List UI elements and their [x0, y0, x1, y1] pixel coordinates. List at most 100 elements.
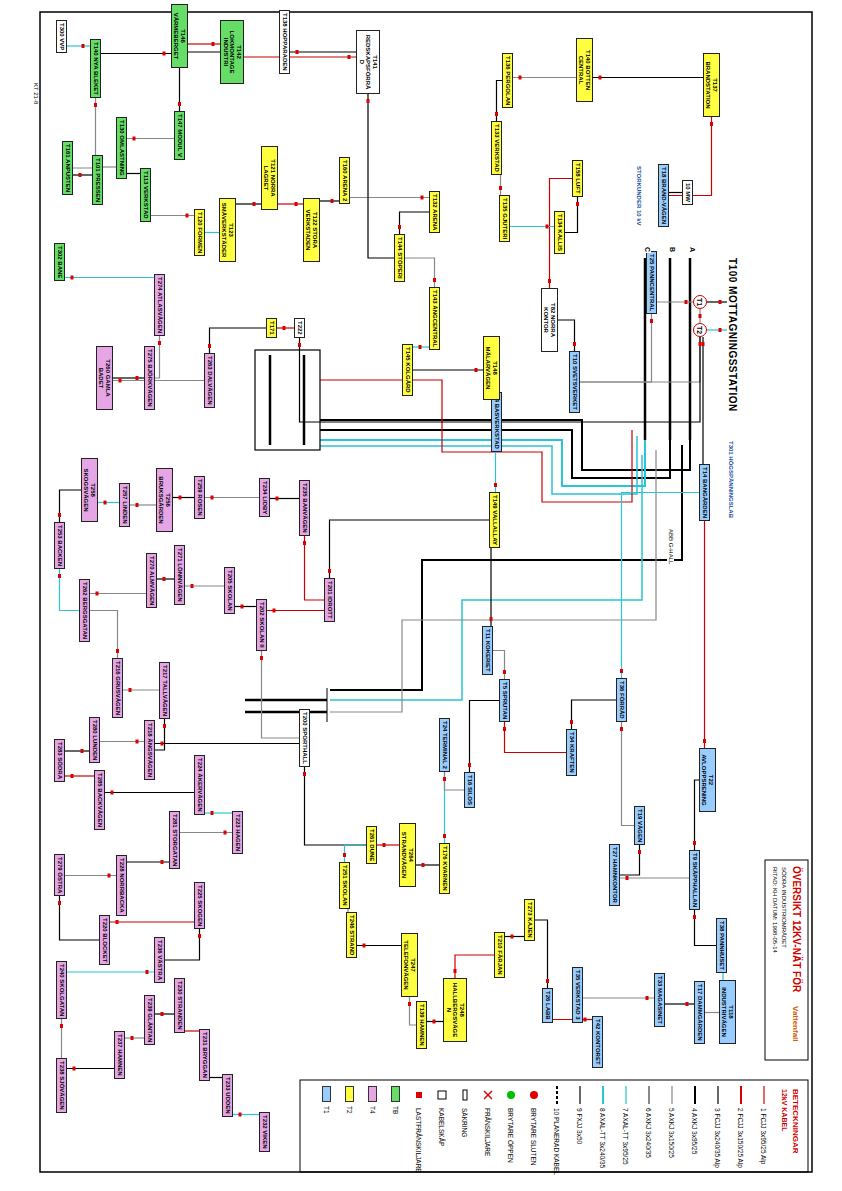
legend-text: 2 FCJJ 3x150/25 Alp [738, 1108, 745, 1168]
station-box: T22 AVLOPPSRENING [699, 748, 716, 812]
drawing-title: ÖVERSIKT 12KV-NÄT FÖR [791, 866, 802, 992]
breaker-mark [348, 55, 351, 59]
legend-sample [621, 1086, 631, 1104]
transformer-circle: T1 [693, 295, 707, 309]
station-box: T225 SKOGEN [194, 882, 205, 929]
station-box: T231 BRYGGAN [199, 1029, 210, 1081]
note-label: T301 HÖGSPÄNNINGSLAB [727, 440, 734, 519]
breaker-mark [298, 343, 301, 347]
cable-connector [445, 772, 465, 790]
station-label: T220 BLOCKET [101, 918, 108, 962]
station-box: T24 TERMINAL 2 [439, 718, 450, 772]
station-box: T142 LOKMONTAGE INDUSTRI [220, 20, 244, 84]
station-label: T148 MÄLARVÄGEN [485, 339, 498, 397]
legend-row: T4 [363, 1086, 383, 1114]
breaker-mark [398, 225, 401, 229]
legend-swatch [369, 1086, 378, 1102]
station-label: T118 INDUSTRIVÄGEN [721, 983, 734, 1041]
cable-connector [155, 1013, 174, 1014]
cable-connector [405, 258, 435, 287]
cable-connector [593, 77, 703, 78]
station-box: T302 BANE [54, 243, 65, 281]
breaker-mark [383, 843, 386, 847]
legend-sample [690, 1086, 700, 1104]
station-box: T230 STRANDEN [174, 978, 185, 1033]
legend-row: 10 PLANERAD KABEL [547, 1086, 567, 1175]
cable-connector [580, 309, 700, 382]
station-box: T238 SJÖVÄGEN [56, 1058, 67, 1113]
station-label: T25 PANNCENTRAL [648, 254, 655, 311]
cable-connector [620, 877, 689, 878]
breaker-mark [495, 112, 498, 116]
note-label: B [668, 246, 676, 253]
cable-connector [490, 548, 491, 626]
station-label: T142 LOKMONTAGE INDUSTRI [222, 23, 242, 81]
busbar [245, 711, 327, 714]
note-label: 12kV KABEL [780, 1088, 788, 1132]
station-box: T11 KOKERIET [482, 626, 493, 675]
station-box: T139 HAMNEN [416, 1001, 427, 1049]
station-box: T263 DALVÄGEN [204, 353, 215, 408]
station-label: T202 SKOLAN II [258, 602, 265, 648]
breaker-mark [111, 791, 114, 795]
cable-connector [113, 377, 144, 378]
cable-connector [707, 301, 727, 302]
station-label: T271 LÖNNVÄGEN [176, 548, 183, 602]
station-box: T285 BACKVÄGEN [94, 770, 105, 830]
station-label: T237 HAMNEN [116, 1034, 123, 1076]
legend-row: KABELSKÅP [432, 1086, 452, 1146]
legend-text: BRYTARE ÖPPEN [508, 1108, 515, 1163]
note-label: A [688, 246, 696, 253]
breaker-mark [276, 497, 279, 501]
cable-connector [101, 53, 171, 54]
legend-row: 6 AXKJ 3x240/35 [639, 1086, 659, 1158]
breaker-mark [71, 276, 74, 280]
station-box: T210 FÄRJAN [494, 932, 505, 978]
breaker-mark [163, 724, 166, 728]
breaker-mark [179, 496, 182, 500]
cable-connector [368, 94, 394, 258]
station-label: T210 FÄRJAN [496, 935, 503, 975]
breaker-mark [163, 52, 166, 56]
breaker-mark [343, 853, 346, 857]
breaker-mark [104, 501, 107, 505]
cable-connector [470, 701, 500, 773]
cable-sample [671, 1086, 672, 1104]
station-box: T217 TALLVÄGEN [159, 662, 170, 719]
station-box: T141 REDSKAPSFÖRRÅD [356, 30, 380, 94]
station-box: T262 BERGSGATAN [79, 579, 90, 642]
cable-connector [65, 277, 154, 278]
station-box: T140 BOTTEN CENTRAL [576, 38, 593, 102]
station-label: T101 PRESSEN [94, 158, 101, 202]
station-label: T134 KALLIS [556, 214, 563, 251]
breaker-mark [116, 920, 119, 924]
cable-connector [98, 502, 119, 503]
cable-sample [579, 1086, 580, 1104]
legend-sample [552, 1086, 562, 1104]
page-frame [40, 12, 812, 1172]
note-label: KT 21-8 [32, 82, 39, 105]
station-box: T146 VÄRMEBERGET [171, 4, 188, 68]
station-label: T223 HAGEN [234, 814, 241, 851]
cable-connector [705, 1012, 719, 1013]
breaker-mark [186, 214, 189, 218]
station-label: T205 SKOLAN [226, 570, 233, 611]
breaker-mark [224, 831, 227, 835]
legend-text: 5 AXKJ 3x150/25 [669, 1108, 676, 1158]
note-label: C [643, 246, 651, 253]
cable-connector [410, 997, 417, 1025]
legend-sample [437, 1086, 447, 1104]
cable-connector [558, 320, 575, 351]
legend-sample [483, 1086, 493, 1104]
station-box: T9 SKÄPPHALLAN [689, 850, 700, 910]
legend-sample [644, 1086, 654, 1104]
station-label: 10 MW [684, 183, 691, 202]
cable-connector [722, 973, 723, 980]
station-label: T216 GRUSVÄGEN [114, 661, 121, 715]
station-label: T147 MODUL V [176, 114, 183, 157]
legend-row: 3 FCJJ 3x240/35 Alp [708, 1086, 728, 1168]
station-box: T228 NORRBACKA [116, 855, 127, 916]
station-box: T258 SKOGSVÄGEN [81, 458, 98, 522]
breaker-mark [408, 1002, 411, 1006]
